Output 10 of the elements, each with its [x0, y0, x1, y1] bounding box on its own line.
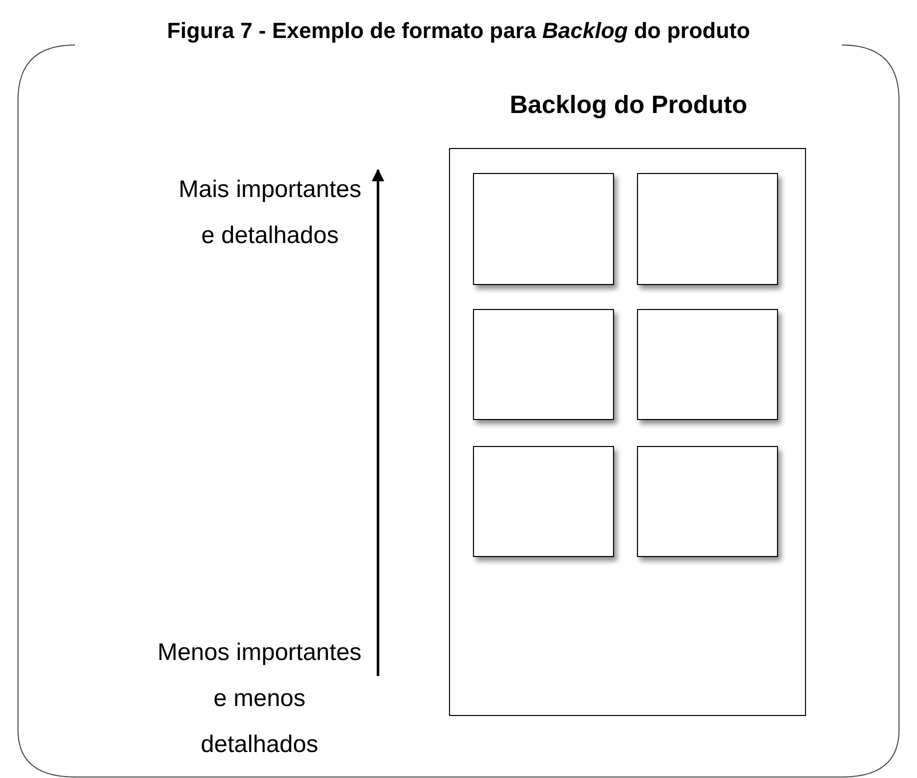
axis-label: Menos importantes e menos detalhados — [156, 638, 363, 760]
item-card — [637, 446, 778, 557]
item-card — [637, 309, 778, 420]
item-card — [473, 173, 614, 285]
item-card — [473, 309, 614, 420]
figure-title: Figura 7 - Exemplo de formato para Backlog do produto — [166, 18, 752, 44]
item-card — [637, 173, 778, 285]
panel-heading: Backlog do Produto — [508, 91, 748, 120]
axis-label: Mais importantes e detalhados — [178, 175, 362, 251]
item-card — [473, 446, 614, 557]
